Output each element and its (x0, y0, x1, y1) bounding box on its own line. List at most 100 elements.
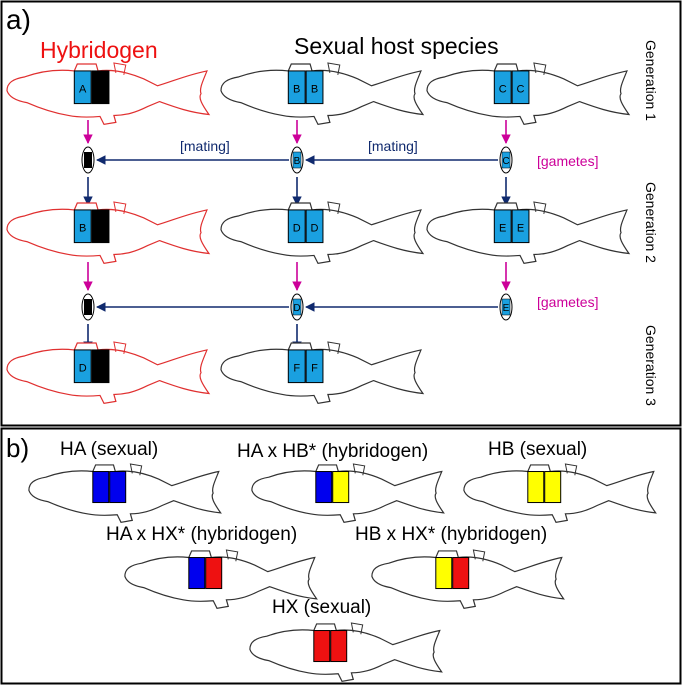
gamete-gen2-col1-black-genome (84, 299, 92, 315)
panel-b-fish-3-fin (564, 463, 578, 476)
fish-gen3-col1-fin (113, 341, 127, 354)
generation-1-label: Generation 1 (643, 40, 659, 121)
panel-b-fish-4-genome-box (188, 557, 206, 590)
fish-title-ha: HA (sexual) (60, 439, 158, 460)
fish-gen3-col2-fin (327, 341, 341, 354)
host-species-title: Sexual host species (294, 33, 499, 59)
fish-gen2-col3-genome-letter: E (517, 223, 524, 235)
fish-gen2-col1-genome-box (91, 209, 110, 244)
fish-gen3-col2-genome-letter: F (293, 363, 300, 375)
fish-gen3-col1-genome-box (73, 349, 92, 384)
panel-b-fish-2-genome-box (315, 471, 333, 504)
fish-title-hb: HB (sexual) (488, 439, 587, 460)
fish-gen3-col1-genome-box (91, 349, 110, 384)
panel-b-frame (0, 427, 682, 685)
panel-b-fish-2-fin (352, 463, 366, 476)
gamete-gen1-col3-genome (501, 151, 511, 169)
fish-gen1-col3-genome-letter: C (517, 84, 525, 96)
fish-gen3-col2-genome-letter: F (311, 363, 318, 375)
fish-gen2-col3-genome-box (493, 209, 512, 244)
panel-b-fish-5 (371, 549, 565, 609)
panel-a-frame (0, 0, 682, 427)
generation-3-label: Generation 3 (643, 325, 659, 406)
panel-b-fish-6-fin (350, 622, 364, 635)
fish-gen1-col3-genome-box (493, 70, 512, 105)
fish-title-ha-x-hx: HA x HX* (hybridogen) (106, 524, 297, 545)
mating-label-1: [mating] (180, 138, 230, 154)
panel-b-fish-2 (251, 463, 445, 523)
fish-gen1-col1-genome-letter: A (79, 84, 87, 96)
gametes-label-1: [gametes] (537, 153, 598, 169)
fish-gen3-col2-genome-box (305, 349, 324, 384)
fish-gen1-col1-genome-box (91, 70, 110, 105)
fish-gen2-col3-fin (533, 201, 547, 214)
panel-b-fish-1-genome-box (92, 471, 110, 504)
gamete-gen1-col3: C (499, 146, 513, 174)
generation-2-label: Generation 2 (643, 182, 659, 263)
fish-gen1-col2-genome-box (287, 70, 306, 105)
fish-gen3-col1: D (6, 341, 211, 405)
fish-gen3-col2-genome-box (287, 349, 306, 384)
panel-b-fish-4-genome-box (205, 557, 223, 590)
fish-gen1-col3-fin (533, 62, 547, 75)
mating-label-2: [mating] (368, 138, 418, 154)
panel-b-fish-5-genome-box (435, 557, 453, 590)
gamete-gen2-col3-letter: E (503, 303, 510, 314)
fish-gen2-col1: B (6, 201, 211, 265)
fish-title-hx: HX (sexual) (272, 597, 371, 618)
fish-gen3-col1-genome-letter: D (79, 363, 87, 375)
panel-b-fish-5-fin (472, 549, 486, 562)
panel-b-fish-1 (28, 463, 222, 523)
gamete-gen1-col2-genome (292, 151, 302, 169)
gamete-gen1-col2-letter: B (294, 156, 301, 167)
panel-b-fish-6-genome-box (313, 630, 331, 663)
panel-b-fish-6-genome-box (330, 630, 348, 663)
fish-gen1-col3-genome-box (511, 70, 530, 105)
gamete-gen2-col2-letter: D (293, 303, 300, 314)
fish-gen2-col3-genome-letter: E (499, 223, 506, 235)
panel-b-fish-5-genome-box (452, 557, 470, 590)
gamete-gen1-col2: B (290, 146, 304, 174)
panel-b-fish-3-genome-box (527, 471, 545, 504)
fish-gen2-col1-genome-box (73, 209, 92, 244)
fish-gen2-col2-genome-letter: D (293, 223, 301, 235)
fish-gen2-col2-genome-letter: D (311, 223, 319, 235)
fish-gen2-col2-genome-box (287, 209, 306, 244)
fish-title-hb-x-hx: HB x HX* (hybridogen) (355, 524, 547, 545)
fish-gen1-col2-genome-letter: B (293, 84, 300, 96)
fish-gen1-col1-fin (113, 62, 127, 75)
fish-title-ha-x-hb: HA x HB* (hybridogen) (237, 441, 428, 462)
panel-b-fish-3-genome-box (544, 471, 562, 504)
hybridogen-title: Hybridogen (40, 37, 158, 63)
fish-gen2-col3-genome-box (511, 209, 530, 244)
panel-b-fish-6 (249, 622, 443, 682)
panel-b-fish-1-fin (129, 463, 143, 476)
panel-b-fish-2-genome-box (332, 471, 350, 504)
fish-gen1-col3-genome-letter: C (499, 84, 507, 96)
fish-gen1-col1: A (6, 62, 211, 126)
fish-gen2-col1-genome-letter: B (79, 223, 86, 235)
panel-b-fish-4-fin (225, 549, 239, 562)
panel-b-fish-4 (124, 549, 318, 609)
panel-b-label: b) (6, 433, 29, 463)
panel-b-fish-1-genome-box (109, 471, 127, 504)
panel-b-fish-3 (463, 463, 657, 523)
gamete-gen2-col3-genome (501, 298, 511, 316)
fish-gen1-col2-fin (327, 62, 341, 75)
gamete-gen2-col3: E (499, 293, 513, 321)
fish-gen2-col1-fin (113, 201, 127, 214)
fish-gen2-col2-fin (327, 201, 341, 214)
fish-gen1-col2-genome-letter: B (311, 84, 318, 96)
gamete-gen2-col2: D (290, 293, 304, 321)
gamete-gen2-col1 (81, 293, 95, 321)
gamete-gen1-col1-black-genome (84, 152, 92, 168)
panel-a-label: a) (6, 4, 31, 35)
